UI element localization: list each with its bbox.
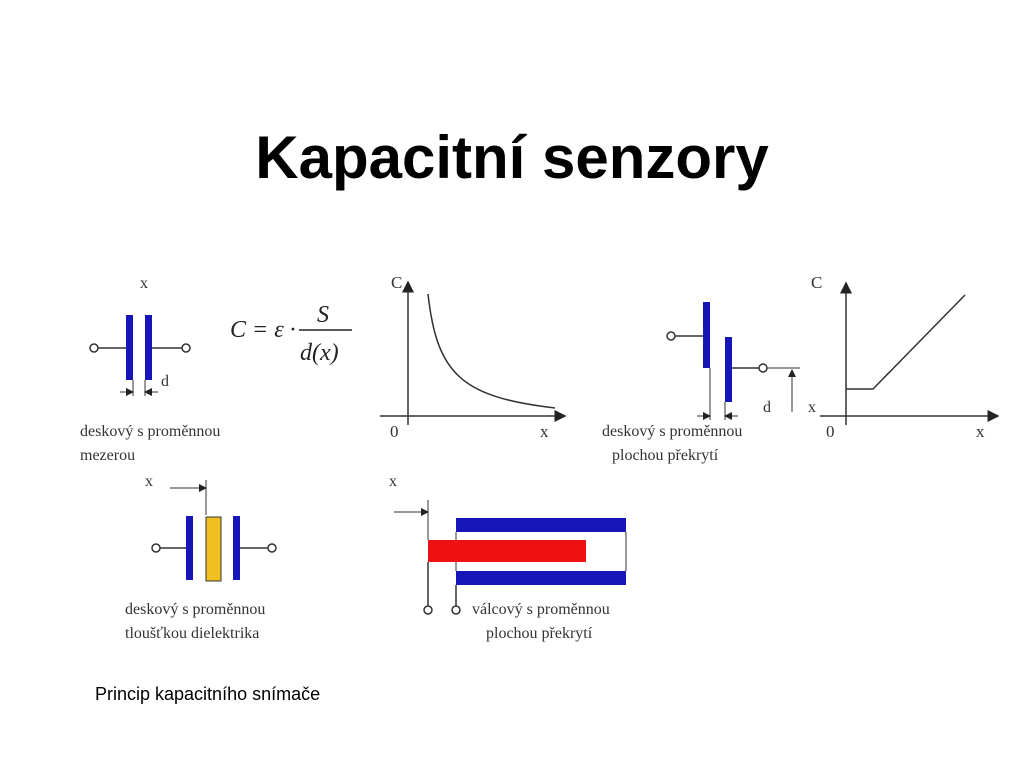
- overlap-moving-plate: [725, 337, 732, 402]
- figure-caption: Princip kapacitního snímače: [95, 684, 321, 704]
- dielectric-capacitor: x deskový s proměnnou tloušťkou dielektr…: [125, 473, 277, 642]
- gap-caption-1: deskový s proměnnou: [80, 423, 220, 440]
- dielectric-x-label: x: [145, 473, 153, 490]
- inner-cylinder: [428, 540, 586, 562]
- dielectric-caption-1: deskový s proměnnou: [125, 601, 265, 618]
- overlap-caption-2: plochou překrytí: [612, 447, 719, 464]
- overlap-x-label: x: [808, 399, 816, 416]
- gap-capacitor: x d deskový s proměnnou mezerou: [80, 275, 220, 464]
- overlap-fixed-plate: [703, 302, 710, 368]
- gap-graph: C x 0: [380, 273, 567, 441]
- dielectric-right-terminal: [267, 543, 277, 553]
- gap-graph-y-label: C: [391, 273, 402, 292]
- cylinder-caption-2: plochou překrytí: [486, 625, 593, 642]
- gap-caption-2: mezerou: [80, 447, 135, 464]
- cylinder-caption-1: válcový s proměnnou: [472, 601, 610, 618]
- moving-plate: [145, 315, 152, 380]
- cylinder-capacitor: x válcový s proměnnou plochou překrytí: [389, 473, 627, 642]
- dielectric-left-terminal: [151, 543, 161, 553]
- overlap-left-terminal: [666, 331, 676, 341]
- gap-graph-x-label: x: [540, 422, 549, 441]
- slide-title: Kapacitní senzory: [255, 124, 769, 191]
- outer-cylinder-top: [456, 518, 626, 532]
- dielectric-plate-right: [233, 516, 240, 580]
- gap-graph-origin: 0: [390, 422, 399, 441]
- linear-curve: [846, 294, 966, 390]
- dielectric-slab: [205, 516, 222, 582]
- overlap-graph-x-label: x: [976, 422, 985, 441]
- dielectric-plate-left: [186, 516, 193, 580]
- capacitance-formula: C = ε · S d(x): [230, 302, 352, 366]
- overlap-graph-origin: 0: [826, 422, 835, 441]
- formula-denominator: d(x): [300, 340, 339, 366]
- cylinder-x-label: x: [389, 473, 397, 490]
- left-terminal: [89, 343, 99, 353]
- overlap-caption-1: deskový s proměnnou: [602, 423, 742, 440]
- overlap-right-terminal: [758, 363, 768, 373]
- formula-numerator: S: [317, 302, 329, 328]
- formula-lhs: C = ε ·: [230, 317, 296, 343]
- outer-cylinder-bottom: [456, 571, 626, 585]
- fixed-plate: [126, 315, 133, 380]
- overlap-graph: C x 0: [811, 273, 1000, 441]
- overlap-capacitor: d x deskový s proměnnou plochou překrytí: [602, 302, 816, 464]
- gap-d-label: d: [161, 373, 169, 390]
- right-terminal: [181, 343, 191, 353]
- dielectric-caption-2: tloušťkou dielektrika: [125, 625, 259, 642]
- overlap-graph-y-label: C: [811, 273, 822, 292]
- cylinder-outer-terminal: [451, 605, 461, 615]
- gap-x-label: x: [140, 275, 148, 292]
- cylinder-inner-terminal: [423, 605, 433, 615]
- hyperbola-curve: [427, 293, 556, 409]
- overlap-d-label: d: [763, 399, 771, 416]
